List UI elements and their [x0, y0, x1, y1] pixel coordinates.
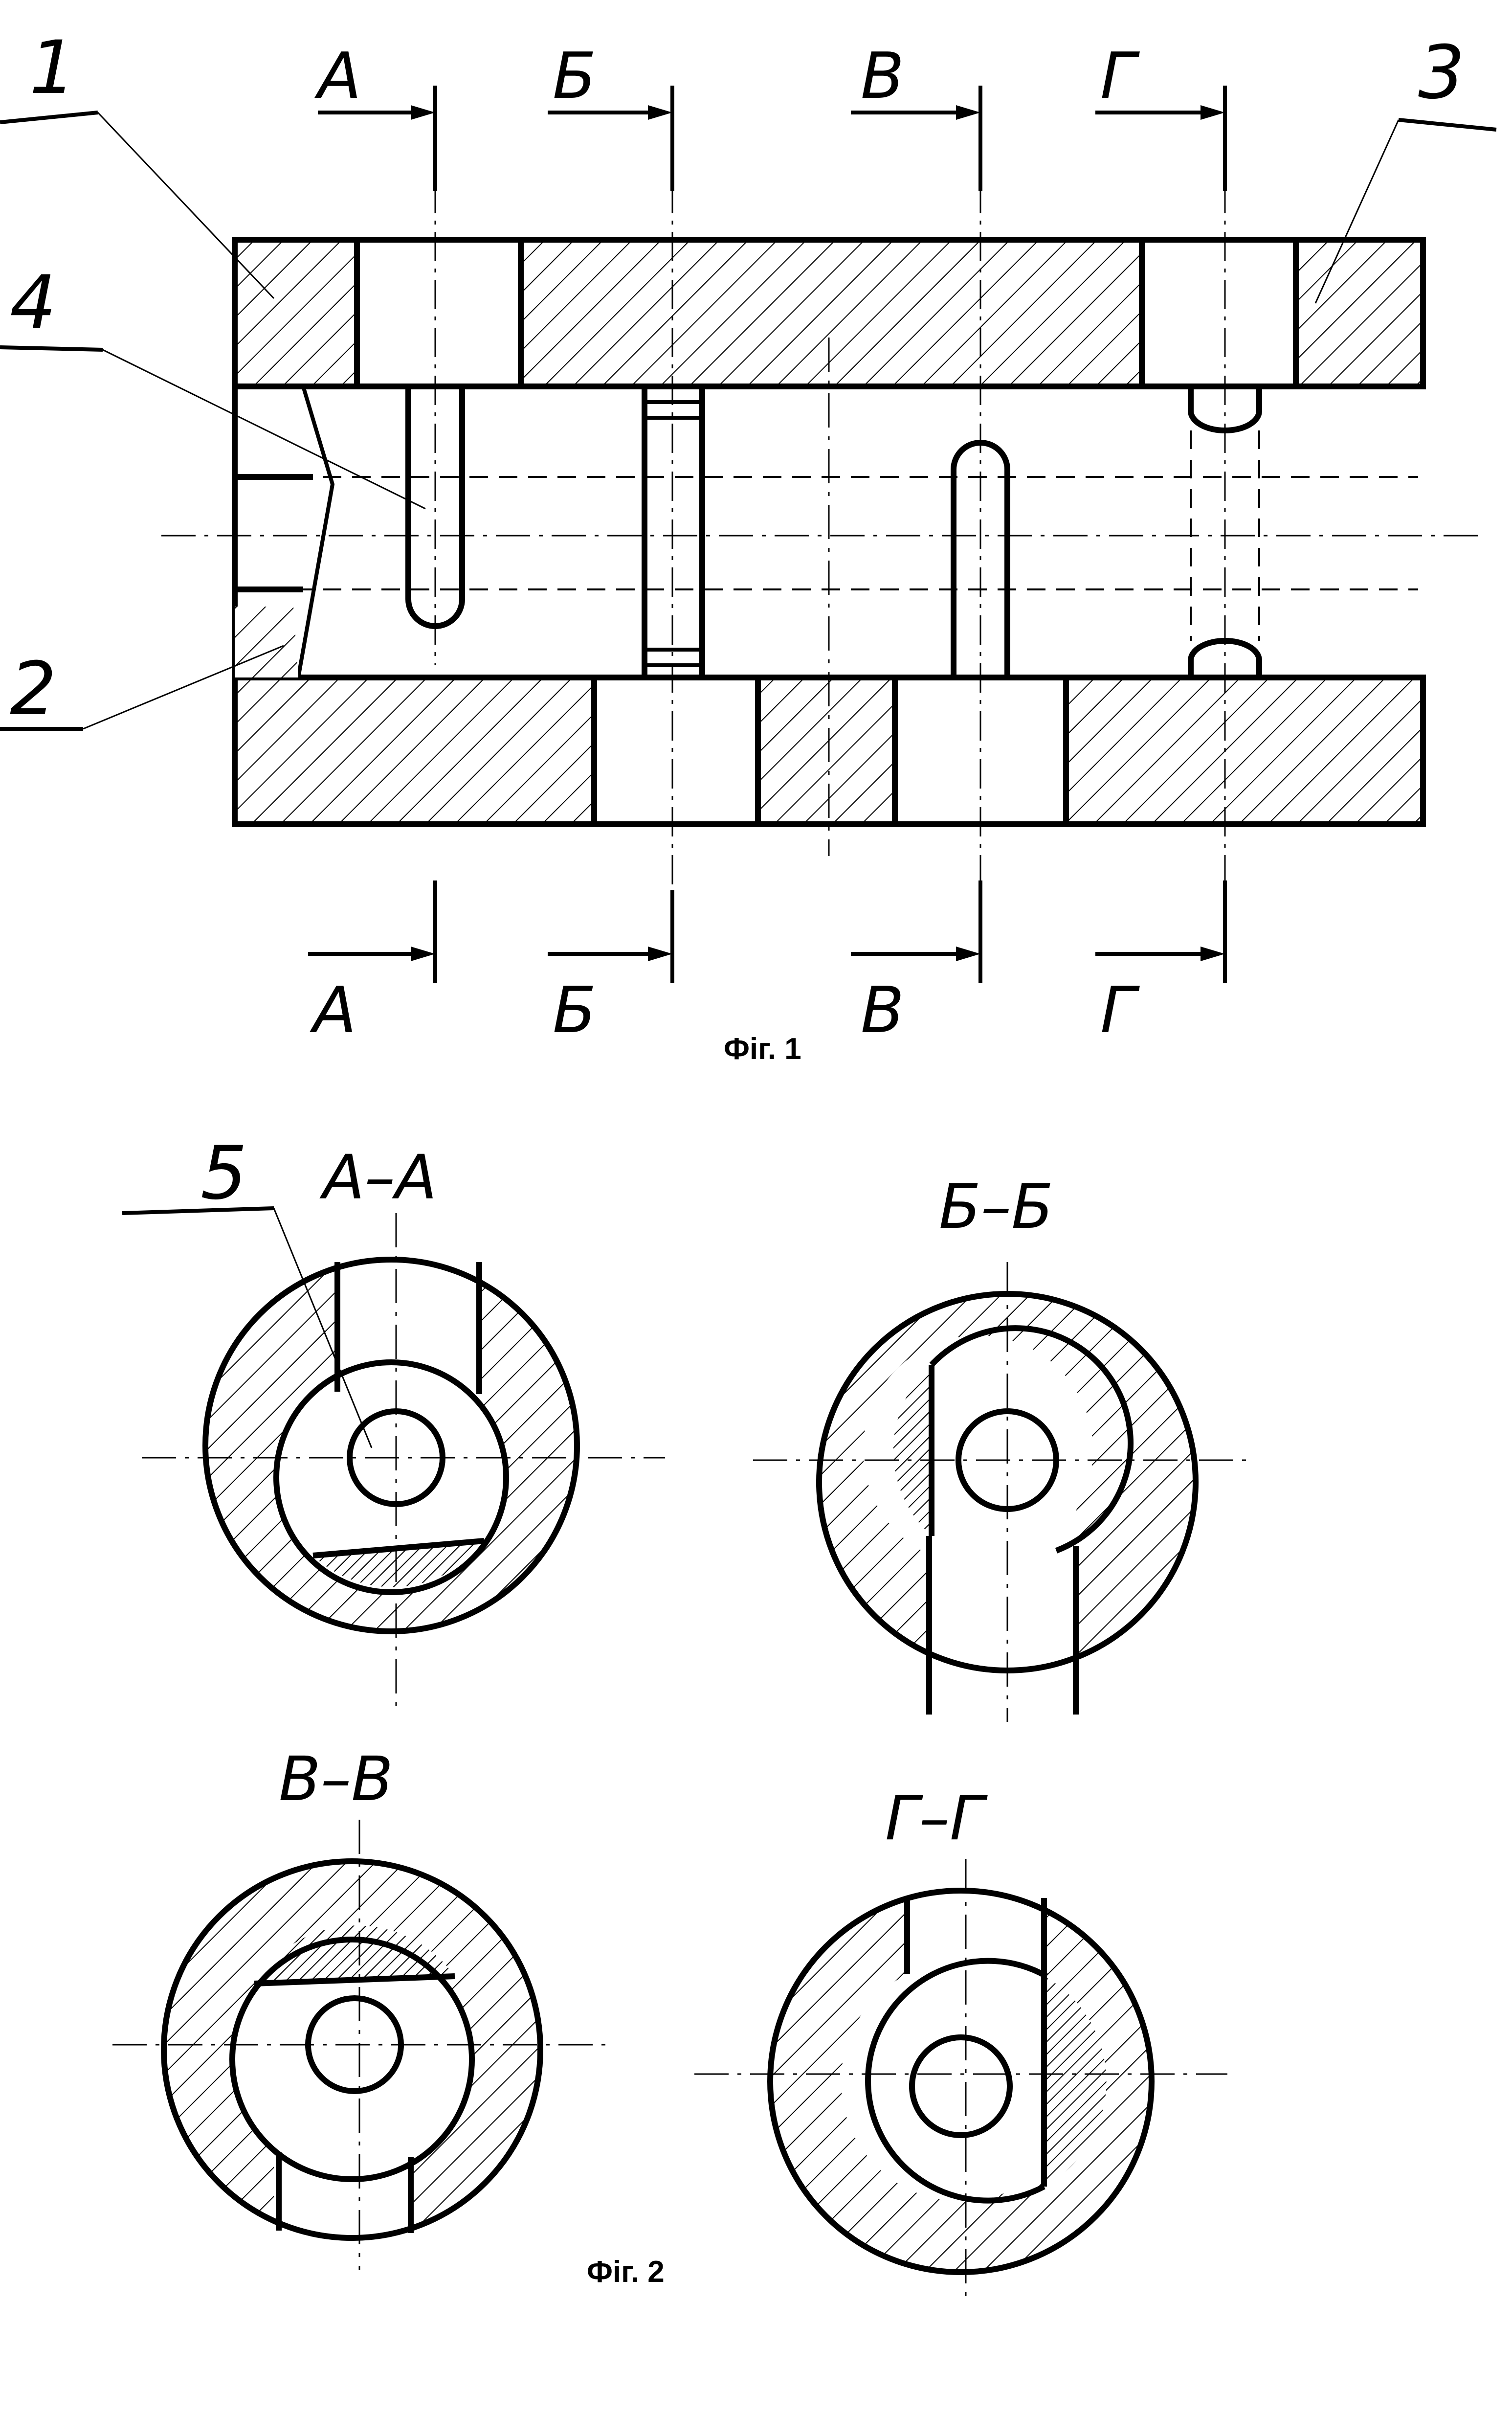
fig1-callouts: 1 3 4 2	[0, 25, 1497, 732]
mark-a-top: А	[314, 39, 361, 113]
section-plane-lines	[434, 88, 1226, 964]
mark-g-top: Г	[1100, 39, 1140, 113]
mark-b-top: Б	[553, 39, 596, 113]
mark-v-bottom: В	[861, 973, 904, 1047]
mark-a-bottom: А	[310, 973, 356, 1047]
label-bb: Б–Б	[939, 1172, 1053, 1242]
fig2-caption: Фіг. 2	[587, 2255, 665, 2289]
section-gg: Г–Г	[694, 1783, 1227, 2299]
mark-b-bottom: Б	[553, 973, 596, 1047]
label-vv: В–В	[279, 1744, 393, 1815]
section-marks-top	[318, 86, 1227, 191]
label-aa: А–А	[319, 1142, 437, 1213]
mark-v-top: В	[861, 39, 904, 113]
mark-g-bottom: Г	[1100, 973, 1140, 1047]
section-bb: Б–Б	[753, 1172, 1252, 1722]
callout-5: 5	[200, 1131, 247, 1216]
callout-4: 4	[10, 260, 56, 345]
callout-2: 2	[10, 647, 56, 732]
label-gg: Г–Г	[885, 1783, 988, 1854]
fig1-caption: Фіг. 1	[724, 1032, 801, 1066]
callout-1: 1	[29, 25, 76, 111]
section-vv: В–В	[112, 1744, 611, 2270]
section-aa: А–А 5	[122, 1131, 665, 1712]
section-marks-bottom	[308, 880, 1227, 983]
bottom-sleeve	[232, 675, 1426, 827]
callout-3: 3	[1418, 30, 1465, 115]
fig2-cross-sections: А–А 5 Б–Б	[112, 1131, 1252, 2299]
fig1-longitudinal-section: А Б В Г А Б В Г 1 3 4 2 Фіг. 1	[0, 25, 1497, 1066]
